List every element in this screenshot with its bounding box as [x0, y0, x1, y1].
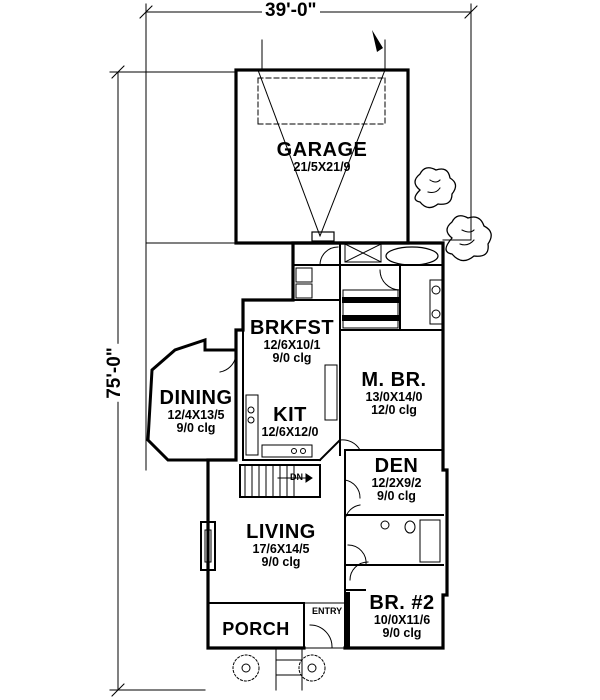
- room-kit: KIT 12/6X12/0: [250, 405, 330, 439]
- room-name: DEN: [374, 455, 419, 477]
- shrub-icon: [232, 654, 326, 682]
- stair: [239, 464, 321, 498]
- room-size: 12/4X13/5: [167, 408, 225, 422]
- room-name: BRKFST: [249, 317, 335, 339]
- kitchen: [242, 329, 342, 462]
- room-brkfst: BRKFST 12/6X10/1 9/0 clg: [244, 318, 340, 365]
- room-size: 13/0X14/0: [365, 390, 423, 404]
- stair-down-label: DN: [290, 472, 303, 482]
- room-ceiling: 9/0 clg: [261, 555, 301, 570]
- room-name: LIVING: [246, 521, 316, 543]
- room-ceiling: 12/0 clg: [371, 403, 417, 418]
- room-mbr: M. BR. 13/0X14/0 12/0 clg: [345, 370, 443, 417]
- master-bedroom-walls: [339, 439, 444, 456]
- fireplace: [200, 521, 216, 571]
- room-den: DEN 12/2X9/2 9/0 clg: [350, 456, 443, 503]
- room-ceiling: 9/0 clg: [176, 421, 216, 436]
- tree-icon: [414, 167, 457, 209]
- porch: [207, 602, 346, 691]
- site-lines: [145, 30, 472, 471]
- room-size: 21/5X21/9: [293, 160, 351, 174]
- room-size: 12/2X9/2: [371, 476, 422, 490]
- room-br2: BR. #2 10/0X11/6 9/0 clg: [360, 593, 444, 640]
- room-name: PORCH: [222, 619, 290, 639]
- room-name: DINING: [159, 387, 233, 409]
- room-name: BR. #2: [369, 592, 435, 614]
- room-name: M. BR.: [361, 369, 427, 391]
- room-name: KIT: [273, 404, 307, 426]
- width-dimension: 39'-0": [262, 0, 320, 22]
- room-garage: GARAGE 21/5X21/9: [262, 140, 382, 174]
- room-ceiling: 9/0 clg: [272, 351, 312, 366]
- room-size: 17/6X14/5: [252, 542, 310, 556]
- den-walls: [344, 449, 444, 521]
- room-ceiling: 9/0 clg: [377, 489, 416, 504]
- room-porch: PORCH: [214, 620, 298, 639]
- master-bath: [339, 243, 444, 331]
- room-size: 12/6X10/1: [263, 338, 321, 352]
- room-size: 12/6X12/0: [261, 425, 319, 439]
- room-name: GARAGE: [276, 139, 368, 161]
- room-size: 10/0X11/6: [373, 613, 431, 627]
- tree-icon: [445, 215, 492, 262]
- room-ceiling: 9/0 clg: [382, 626, 422, 641]
- depth-dimension-line: [109, 65, 236, 697]
- entry-label: ENTRY: [312, 606, 343, 616]
- room-living: LIVING 17/6X14/5 9/0 clg: [226, 522, 336, 569]
- dining-bay-window: [146, 337, 238, 462]
- br2-closet: [344, 589, 366, 648]
- house-exterior-walls: [206, 241, 449, 650]
- room-dining: DINING 12/4X13/5 9/0 clg: [148, 388, 244, 435]
- garage-door-swing: [257, 69, 386, 237]
- depth-dimension: 75'-0": [103, 344, 126, 402]
- mud-area: [292, 242, 341, 331]
